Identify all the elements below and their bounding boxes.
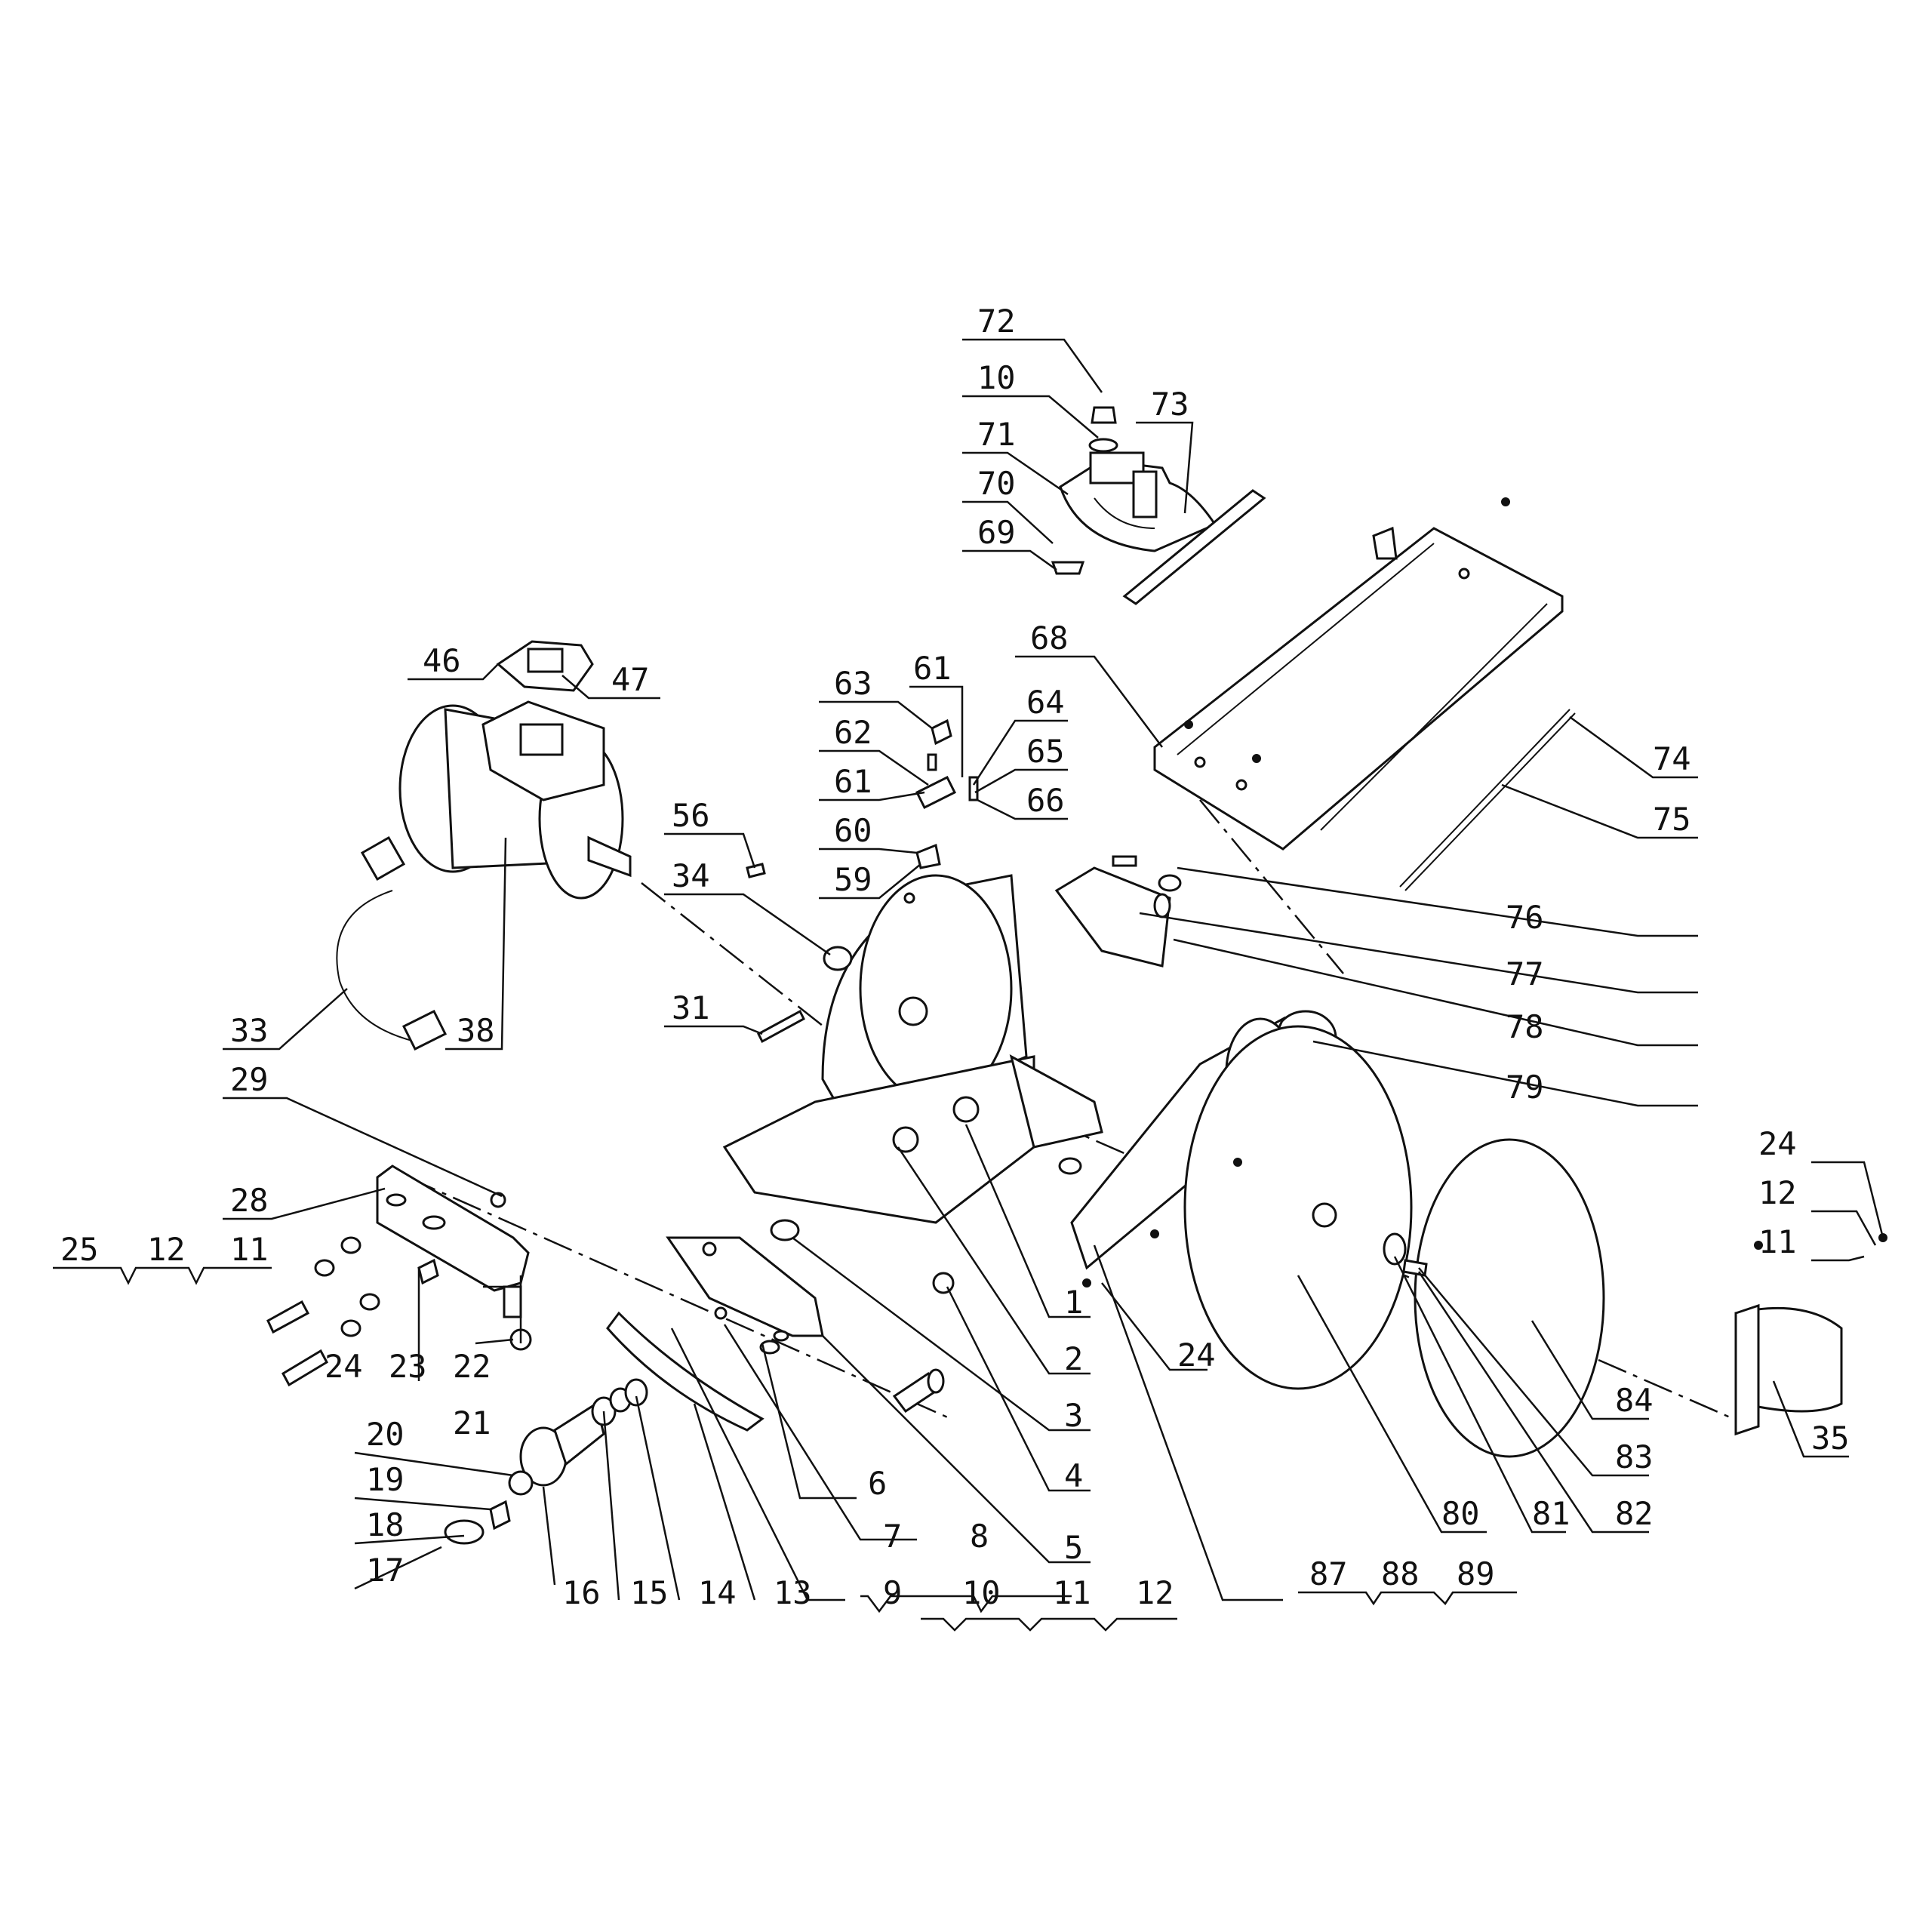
callout-18: 18 (366, 1506, 405, 1543)
callout-60: 60 (834, 812, 872, 849)
blade-segment (606, 1311, 764, 1432)
motor (336, 700, 632, 1051)
callout-23: 23 (389, 1348, 427, 1385)
callout-65: 65 (1026, 733, 1065, 770)
callout-22: 22 (453, 1348, 491, 1385)
callout-24a: 24 (325, 1348, 363, 1385)
callout-47: 47 (611, 661, 650, 698)
callout-15: 15 (630, 1574, 669, 1611)
callout-81: 81 (1532, 1495, 1571, 1532)
tilt-plate (666, 1236, 824, 1337)
callout-59: 59 (834, 861, 872, 898)
callout-78: 78 (1506, 1008, 1544, 1045)
callout-31: 31 (672, 989, 710, 1026)
callout-46: 46 (423, 642, 461, 679)
callout-73: 73 (1151, 386, 1189, 423)
callout-11a: 11 (230, 1231, 269, 1268)
main-housing (722, 874, 1103, 1224)
callout-74: 74 (1653, 740, 1691, 777)
switch-box (496, 640, 594, 692)
callout-2: 2 (1064, 1340, 1083, 1377)
callout-12a: 12 (147, 1231, 186, 1268)
leader-lines (53, 338, 1884, 1632)
callout-24c: 24 (1758, 1125, 1797, 1162)
callout-29: 29 (230, 1061, 269, 1098)
callout-12c: 12 (1758, 1174, 1797, 1211)
callout-68: 68 (1030, 620, 1069, 657)
callout-19: 19 (366, 1461, 405, 1498)
callout-25: 25 (60, 1231, 99, 1268)
callout-13: 13 (774, 1574, 812, 1611)
callout-24b: 24 (1177, 1337, 1216, 1374)
callout-61b: 61 (834, 763, 872, 800)
callout-35: 35 (1811, 1420, 1850, 1457)
callout-79: 79 (1506, 1069, 1544, 1106)
work-table (1153, 526, 1564, 851)
callout-76: 76 (1506, 899, 1544, 936)
callout-83: 83 (1615, 1438, 1654, 1475)
callout-82: 82 (1615, 1495, 1654, 1532)
callout-72: 72 (977, 303, 1016, 340)
callout-21: 21 (453, 1404, 491, 1441)
callout-1: 1 (1064, 1284, 1083, 1321)
callout-62: 62 (834, 714, 872, 751)
callout-8: 8 (970, 1518, 989, 1555)
callout-12b: 12 (1136, 1574, 1174, 1611)
callout-7: 7 (883, 1518, 902, 1555)
parts-drawing (266, 406, 1887, 1545)
end-cover (1734, 1306, 1843, 1413)
callout-9: 9 (883, 1574, 902, 1611)
callout-61: 61 (913, 650, 952, 687)
callout-6: 6 (868, 1465, 887, 1502)
callout-89: 89 (1457, 1555, 1495, 1592)
callout-70: 70 (977, 465, 1016, 502)
callout-87: 87 (1309, 1555, 1348, 1592)
callout-63: 63 (834, 665, 872, 702)
callout-20: 20 (366, 1416, 405, 1453)
callout-69: 69 (977, 514, 1016, 551)
callout-11b: 11 (1053, 1574, 1091, 1611)
bracket (376, 1164, 530, 1292)
callout-84: 84 (1615, 1382, 1654, 1419)
callout-77: 77 (1506, 955, 1544, 992)
callout-71: 71 (977, 416, 1016, 453)
callout-10: 10 (977, 359, 1016, 396)
callout-labels: 72 10 71 70 69 73 46 47 68 63 61 62 61 6… (60, 303, 1850, 1611)
callout-66: 66 (1026, 782, 1065, 819)
callout-75: 75 (1653, 801, 1691, 838)
callout-38: 38 (457, 1012, 495, 1049)
callout-28: 28 (230, 1182, 269, 1219)
callout-16: 16 (562, 1574, 601, 1611)
callout-88: 88 (1381, 1555, 1420, 1592)
callout-34: 34 (672, 857, 710, 894)
miter-gauge (1051, 406, 1266, 605)
sanding-disc (1183, 1025, 1413, 1390)
callout-4: 4 (1064, 1457, 1083, 1494)
knob-assembly (444, 1378, 648, 1545)
callout-10b: 10 (962, 1574, 1001, 1611)
callout-5: 5 (1064, 1529, 1083, 1566)
callout-3: 3 (1064, 1397, 1083, 1434)
callout-80: 80 (1441, 1495, 1480, 1532)
slot-rod (1399, 709, 1571, 888)
callout-64: 64 (1026, 684, 1065, 721)
callout-11c: 11 (1758, 1223, 1797, 1260)
callout-56: 56 (672, 797, 710, 834)
callout-17: 17 (366, 1552, 405, 1589)
guard-bracket (1054, 866, 1171, 968)
callout-33: 33 (230, 1012, 269, 1049)
callout-14: 14 (698, 1574, 737, 1611)
